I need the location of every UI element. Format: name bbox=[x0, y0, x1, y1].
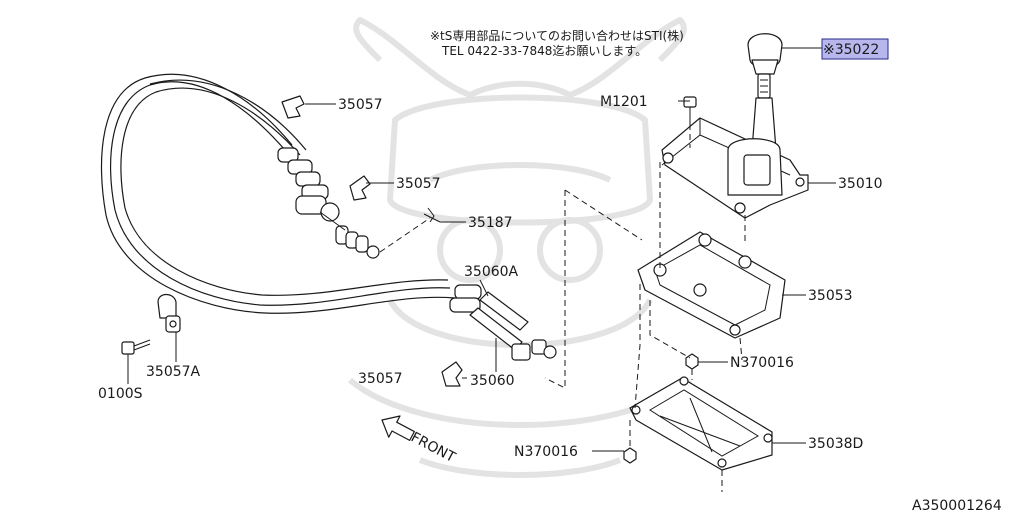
notice-line-2: TEL 0422-33-7848迄お願いします。 bbox=[441, 44, 647, 58]
cable-strand-1 bbox=[110, 81, 451, 306]
clip-35057-upper bbox=[281, 95, 305, 119]
label-35060a[interactable]: 35060A bbox=[464, 264, 519, 280]
label-0100s[interactable]: 0100S bbox=[98, 386, 143, 402]
label-35022[interactable]: ※35022 bbox=[823, 42, 879, 58]
cable-end-lower bbox=[449, 284, 557, 361]
diagram-id: A350001264 bbox=[912, 498, 1002, 512]
cable-clamp bbox=[157, 293, 181, 333]
assembly-dashed-lines bbox=[379, 124, 746, 492]
label-35057-middle[interactable]: 35057 bbox=[396, 176, 441, 192]
pin-35187 bbox=[423, 207, 441, 223]
label-35053[interactable]: 35053 bbox=[808, 288, 853, 304]
highlight-35022 bbox=[821, 38, 889, 60]
front-arrow-icon bbox=[381, 415, 415, 441]
label-35187[interactable]: 35187 bbox=[468, 215, 513, 231]
label-35010[interactable]: 35010 bbox=[838, 176, 883, 192]
cable-end-upper bbox=[277, 147, 380, 259]
nut-n370016-lower bbox=[623, 447, 637, 464]
notice-line-1: ※tS専用部品についてのお問い合わせはSTI(株) bbox=[430, 28, 684, 43]
label-35057-upper[interactable]: 35057 bbox=[338, 97, 383, 113]
label-35060[interactable]: 35060 bbox=[470, 373, 515, 389]
clip-35057-lower bbox=[441, 361, 463, 387]
cable-strand-3 bbox=[120, 87, 449, 296]
nut-n370016-upper bbox=[685, 353, 699, 370]
shift-cable-assembly bbox=[100, 73, 557, 387]
cable-strand-4 bbox=[149, 79, 307, 151]
bolt-0100s bbox=[121, 339, 151, 355]
shift-knob-35022 bbox=[747, 33, 783, 99]
label-35057-lower[interactable]: 35057 bbox=[358, 371, 403, 387]
boot-base-35053 bbox=[637, 231, 786, 339]
clip-35057-middle bbox=[349, 175, 371, 201]
label-n370016-lower[interactable]: N370016 bbox=[514, 444, 578, 460]
label-35057a[interactable]: 35057A bbox=[146, 364, 201, 380]
cable-strand-2 bbox=[100, 73, 456, 314]
shifter-assembly bbox=[623, 33, 809, 471]
label-n370016-upper[interactable]: N370016 bbox=[730, 355, 794, 371]
leader-lines bbox=[127, 47, 836, 452]
front-label: FRONT bbox=[408, 429, 458, 466]
bolt-m1201 bbox=[683, 96, 697, 124]
shift-lever-35010 bbox=[661, 97, 809, 219]
label-35038d[interactable]: 35038D bbox=[808, 436, 863, 452]
plate-35038d bbox=[629, 376, 773, 471]
label-m1201[interactable]: M1201 bbox=[600, 94, 648, 110]
